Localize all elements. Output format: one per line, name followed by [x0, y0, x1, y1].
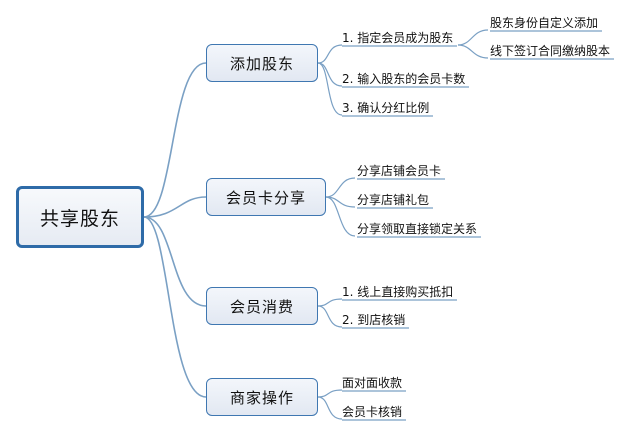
branch-label: 会员卡分享 — [225, 188, 306, 207]
connector-curve — [457, 44, 489, 59]
connector-curve — [325, 177, 356, 198]
root-node[interactable]: 共享股东 — [16, 186, 144, 248]
leaf-subitem[interactable]: 线下签订合同缴纳股本 — [490, 44, 611, 58]
branch-label: 添加股东 — [229, 54, 294, 73]
connector-curve — [457, 29, 489, 46]
connector-curve — [143, 62, 207, 218]
connector-curve — [325, 196, 356, 237]
connector-curve — [317, 396, 343, 420]
leaf-item[interactable]: 1. 指定会员成为股东 — [342, 31, 454, 45]
leaf-item[interactable]: 会员卡核销 — [342, 405, 403, 419]
connector-curve — [317, 62, 343, 116]
connector-curve — [317, 298, 343, 307]
connector-curve — [317, 305, 343, 328]
leaf-item[interactable]: 3. 确认分红比例 — [342, 101, 430, 115]
leaf-item[interactable]: 分享领取直接锁定关系 — [357, 222, 478, 236]
leaf-item[interactable]: 分享店铺礼包 — [357, 193, 430, 207]
branch-node[interactable]: 商家操作 — [206, 378, 318, 416]
branch-node[interactable]: 会员消费 — [206, 287, 318, 325]
connector-curve — [317, 62, 343, 87]
connector-curve — [143, 216, 207, 307]
branch-node[interactable]: 添加股东 — [206, 44, 318, 82]
leaf-item[interactable]: 2. 输入股东的会员卡数 — [342, 72, 466, 86]
connector-curve — [143, 216, 207, 398]
connector-curve — [317, 44, 343, 64]
root-label: 共享股东 — [39, 207, 120, 230]
leaf-item[interactable]: 面对面收款 — [342, 376, 403, 390]
connector-curve — [317, 389, 343, 398]
leaf-item[interactable]: 2. 到店核销 — [342, 313, 406, 327]
branch-label: 会员消费 — [229, 297, 294, 316]
leaf-subitem[interactable]: 股东身份自定义添加 — [490, 16, 599, 30]
branch-node[interactable]: 会员卡分享 — [206, 178, 326, 216]
leaf-item[interactable]: 1. 线上直接购买抵扣 — [342, 285, 454, 299]
branch-label: 商家操作 — [229, 388, 294, 407]
leaf-item[interactable]: 分享店铺会员卡 — [357, 164, 442, 178]
connector-curve — [143, 196, 207, 218]
